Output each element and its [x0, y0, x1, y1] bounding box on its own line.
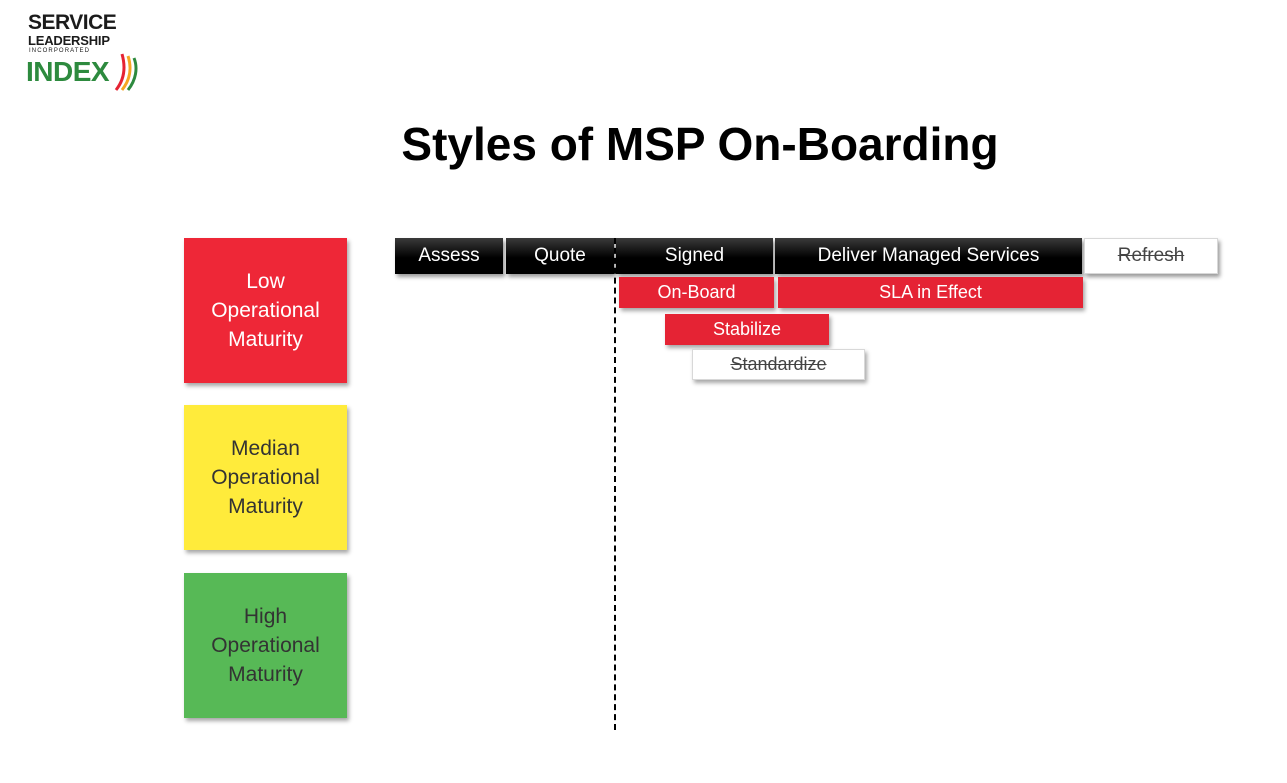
median-maturity-box: Median Operational Maturity: [184, 405, 347, 550]
task-on-board-label: On-Board: [657, 282, 736, 302]
task-standardize: Standardize: [692, 349, 865, 380]
low-maturity-label: Low Operational Maturity: [211, 270, 320, 351]
median-maturity-label: Median Operational Maturity: [211, 437, 320, 518]
task-on-board: On-Board: [619, 277, 774, 308]
task-stabilize-label: Stabilize: [712, 319, 782, 339]
phase-deliver-managed-services: Deliver Managed Services: [775, 238, 1082, 274]
contract-signed-divider: [614, 238, 616, 730]
logo-line-index: INDEX: [26, 56, 110, 87]
logo-line-incorporated: INCORPORATED: [29, 48, 91, 54]
high-maturity-box: High Operational Maturity: [184, 573, 347, 718]
phase-quote: Quote: [506, 238, 614, 274]
phase-assess-label: Assess: [418, 245, 480, 266]
phase-quote-label: Quote: [534, 245, 586, 266]
phase-assess: Assess: [395, 238, 503, 274]
logo-swoosh-icon: [114, 53, 138, 91]
phase-signed-label: Signed: [664, 245, 725, 266]
phase-refresh-label: Refresh: [1117, 245, 1185, 266]
page-title: Styles of MSP On-Boarding: [401, 118, 999, 170]
logo-line-leadership: LEADERSHIP: [28, 33, 110, 48]
phase-refresh: Refresh: [1084, 238, 1218, 274]
service-leadership-logo: SERVICE LEADERSHIP INCORPORATED INDEX: [26, 12, 156, 96]
task-sla-in-effect: SLA in Effect: [778, 277, 1083, 308]
task-standardize-label: Standardize: [730, 354, 827, 374]
task-stabilize: Stabilize: [665, 314, 829, 345]
task-sla-label: SLA in Effect: [879, 282, 982, 302]
low-maturity-box: Low Operational Maturity: [184, 238, 347, 383]
phase-deliver-label: Deliver Managed Services: [817, 245, 1040, 266]
high-maturity-label: High Operational Maturity: [211, 605, 320, 686]
logo-line-service: SERVICE: [28, 11, 117, 34]
phase-signed: Signed: [616, 238, 773, 274]
